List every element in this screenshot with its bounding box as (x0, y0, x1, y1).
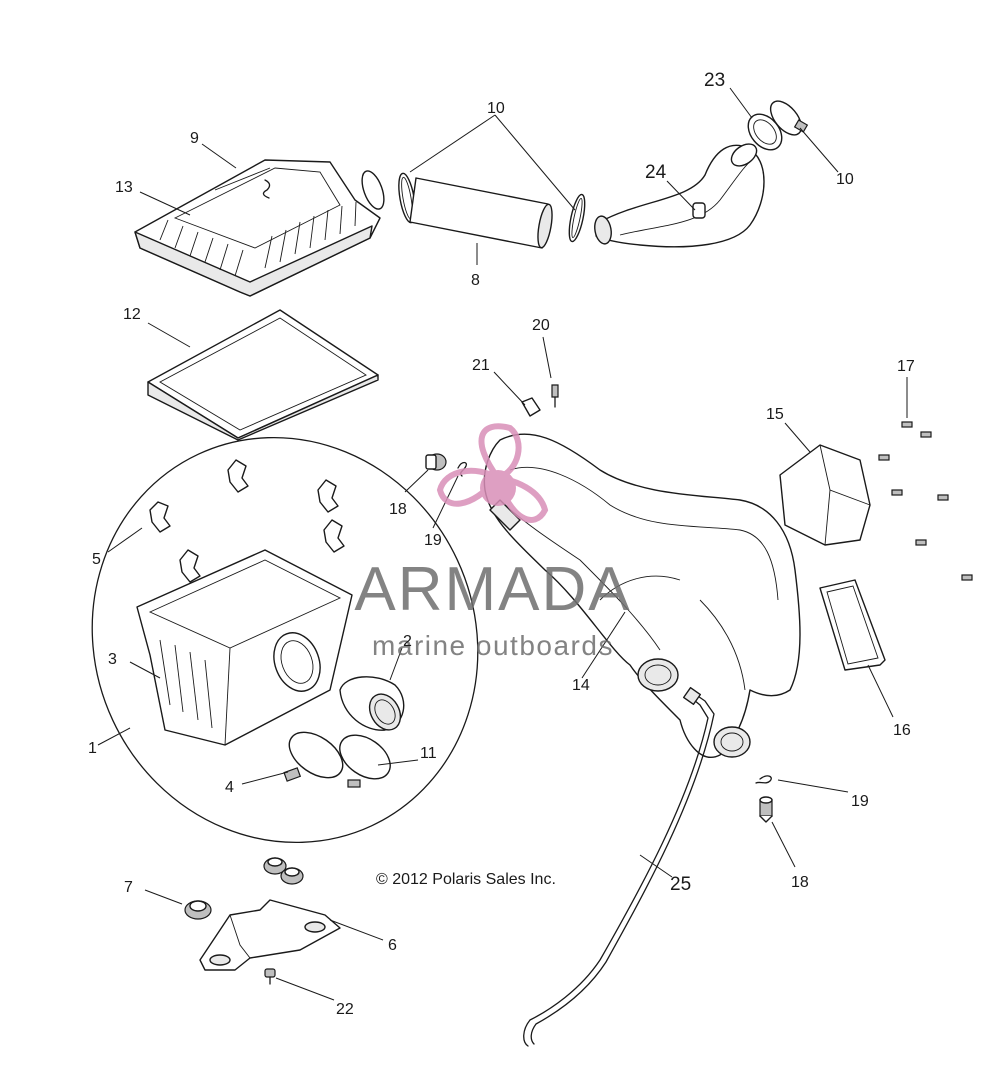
mounting-bracket (199, 899, 341, 971)
callout-16: 16 (893, 722, 911, 739)
callout-9: 9 (190, 130, 199, 147)
callout-18a: 18 (389, 501, 407, 518)
foam-block (779, 444, 871, 546)
intake-plenum (483, 433, 801, 758)
spring-clip-lower (755, 775, 772, 784)
pad (819, 579, 886, 671)
callout-7: 7 (124, 879, 133, 896)
intake-clamp-right (568, 193, 586, 243)
callout-25: 25 (670, 874, 691, 895)
callout-1: 1 (88, 740, 97, 757)
intake-duct (594, 143, 765, 248)
propeller-logo-icon (436, 423, 549, 523)
callout-17: 17 (897, 358, 915, 375)
leader-lines (97, 87, 908, 1001)
watermark: ARMADA marine outboards (354, 423, 631, 661)
airbox-assembly-group (91, 436, 479, 844)
callout-12: 12 (123, 306, 141, 323)
screws (878, 421, 973, 581)
airbox-cover (134, 159, 385, 297)
plug-lower (759, 796, 773, 823)
boot-band (339, 734, 391, 788)
callout-18b: 18 (791, 874, 809, 891)
callout-8: 8 (471, 272, 480, 289)
callout-14: 14 (572, 677, 590, 694)
callout-19a: 19 (424, 532, 442, 549)
callouts: 1 2 3 4 5 6 7 8 9 10 10 11 12 13 14 15 1… (88, 70, 915, 1018)
watermark-subtitle: marine outboards (372, 630, 614, 661)
callout-10a: 10 (487, 100, 505, 117)
callout-19b: 19 (851, 793, 869, 810)
callout-4: 4 (225, 779, 234, 796)
drain-tube (523, 686, 715, 1047)
grommets (184, 857, 304, 920)
callout-5: 5 (92, 551, 101, 568)
intake-tube (409, 177, 553, 249)
callout-11: 11 (420, 745, 437, 762)
callout-2: 2 (403, 633, 412, 650)
callout-6: 6 (388, 937, 397, 954)
callout-20: 20 (532, 317, 550, 334)
callout-15: 15 (766, 406, 784, 423)
airbox-boot (339, 676, 405, 731)
watermark-title: ARMADA (354, 555, 631, 624)
callout-10b: 10 (836, 171, 854, 188)
duct-clamp (769, 100, 809, 136)
bracket-bolt (264, 968, 276, 985)
callout-3: 3 (108, 651, 117, 668)
fastener-pin (551, 384, 559, 408)
air-filter (147, 309, 379, 441)
callout-24: 24 (645, 162, 667, 183)
callout-13: 13 (115, 179, 133, 196)
airbox-base (136, 549, 353, 746)
copyright-notice: © 2012 Polaris Sales Inc. (376, 871, 556, 888)
plug-upper (425, 453, 447, 471)
callout-21: 21 (472, 357, 490, 374)
boot-clamp (283, 731, 344, 782)
callout-22: 22 (336, 1001, 354, 1018)
callout-23: 23 (704, 70, 725, 91)
retainer-clip (521, 397, 541, 417)
